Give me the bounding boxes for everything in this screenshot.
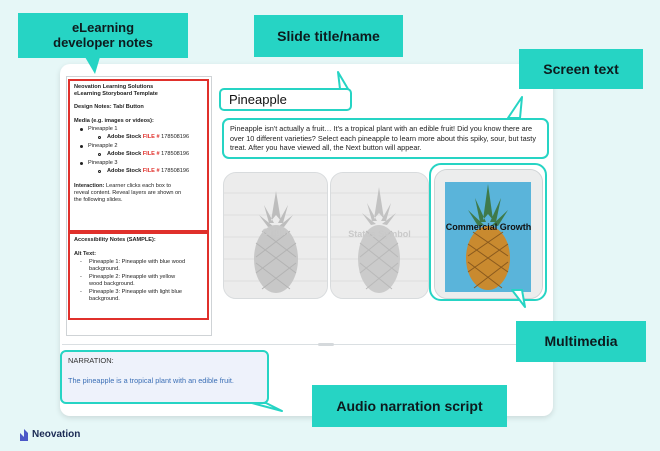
- slide-title: Pineapple: [219, 88, 352, 111]
- alt-text-heading: Alt Text:: [74, 251, 96, 257]
- accessibility-heading: Accessibility Notes (SAMPLE):: [74, 237, 156, 243]
- notes-template: eLearning Storyboard Template: [74, 91, 158, 97]
- pineapple-image: [435, 170, 542, 298]
- callout-slide-title: Slide title/name: [254, 15, 403, 57]
- neovation-logo-icon: [20, 429, 28, 441]
- interaction-line: the following slides.: [74, 197, 123, 203]
- callout-multimedia: Multimedia: [516, 321, 646, 362]
- notes-org: Neovation Learning Solutions: [74, 84, 154, 90]
- screen-text: Pineapple isn't actually a fruit… It's a…: [222, 118, 549, 159]
- resize-handle[interactable]: [318, 343, 334, 346]
- sub-bullet-icon: [98, 136, 101, 139]
- pineapple-image: [224, 173, 327, 298]
- bullet-icon: [80, 128, 83, 131]
- callout-audio-narration: Audio narration script: [312, 385, 507, 427]
- accessibility-notes-box: [68, 232, 209, 320]
- alt-dash: -: [80, 289, 82, 295]
- panel-divider: [62, 344, 552, 345]
- alt-dash: -: [80, 274, 82, 280]
- sub-bullet-icon: [98, 170, 101, 173]
- media-item-file: Adobe Stock FILE # 178508196: [107, 134, 190, 140]
- brand-name: Neovation: [32, 429, 81, 440]
- tile-label: Commercial Growth: [445, 222, 532, 232]
- alt-dash: -: [80, 259, 82, 265]
- callout-developer-notes: eLearning developer notes: [18, 13, 188, 58]
- tile-status-symbol[interactable]: Status Symbol: [330, 172, 429, 299]
- media-item-file: Adobe Stock FILE # 178508196: [107, 168, 190, 174]
- sub-bullet-icon: [98, 153, 101, 156]
- callout-screen-text: Screen text: [519, 49, 643, 89]
- interaction-line: reveal content. Reveal layers are shown …: [74, 190, 182, 196]
- alt-item: Pineapple 2: Pineapple with yellow: [89, 274, 176, 280]
- design-notes-box: [68, 79, 209, 232]
- alt-item: Pineapple 3: Pineapple with light blue: [89, 289, 182, 295]
- tile-commercial-growth[interactable]: Commercial Growth: [434, 169, 543, 299]
- notes-design: Design Notes: Tab/ Button: [74, 104, 144, 110]
- bullet-icon: [80, 162, 83, 165]
- narration-text: The pineapple is a tropical plant with a…: [68, 376, 234, 385]
- media-item-name: Pineapple 2: [88, 143, 118, 149]
- callout-dev-line2: developer notes: [53, 35, 153, 50]
- alt-item: wood background.: [89, 281, 135, 287]
- alt-item: background.: [89, 296, 120, 302]
- notes-media-heading: Media (e.g. images or videos):: [74, 118, 154, 124]
- tile-origin[interactable]: Origin: [223, 172, 328, 299]
- alt-item: background.: [89, 266, 120, 272]
- pineapple-image: [331, 173, 428, 298]
- alt-item: Pineapple 1: Pineapple with blue wood: [89, 259, 186, 265]
- narration-label: NARRATION:: [68, 356, 114, 365]
- media-item-file: Adobe Stock FILE # 178508196: [107, 151, 190, 157]
- callout-dev-line1: eLearning: [71, 20, 135, 35]
- narration-box: NARRATION: The pineapple is a tropical p…: [60, 350, 269, 404]
- interaction-line: Interaction: Learner clicks each box to: [74, 183, 172, 189]
- media-item-name: Pineapple 3: [88, 160, 118, 166]
- tile-label: Status Symbol: [348, 229, 411, 239]
- multimedia-highlight: [429, 163, 547, 301]
- bullet-icon: [80, 145, 83, 148]
- media-item-name: Pineapple 1: [88, 126, 118, 132]
- tile-label: Origin: [262, 227, 289, 237]
